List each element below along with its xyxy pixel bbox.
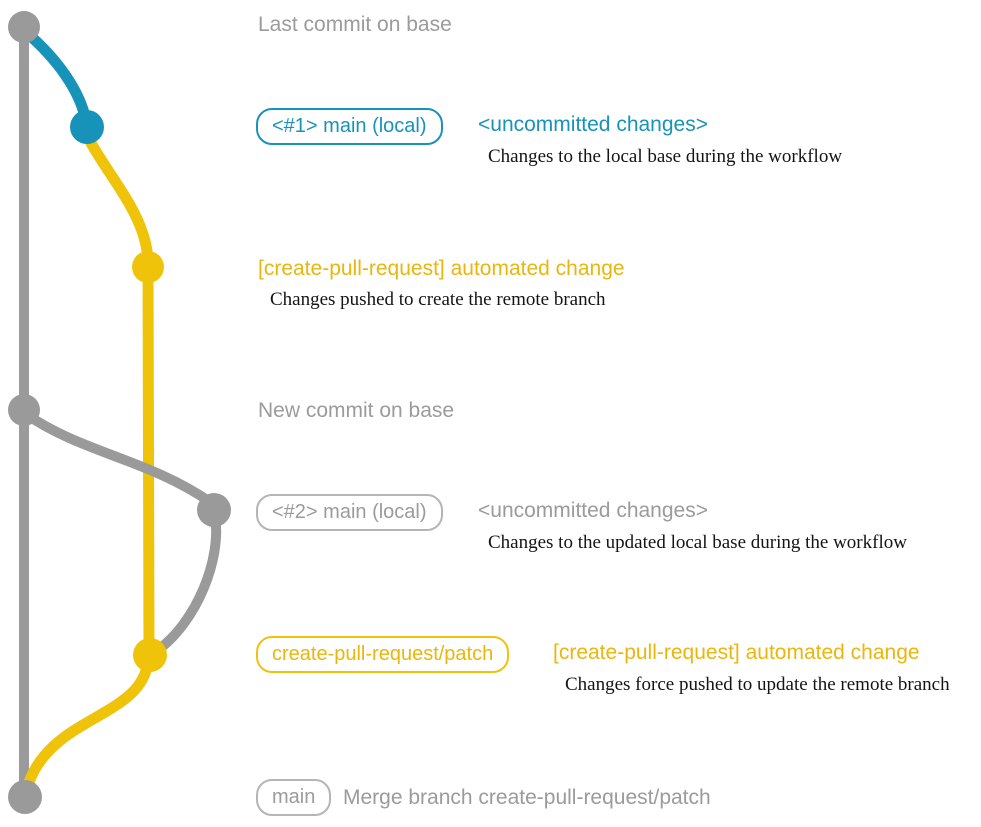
uncommitted-changes-label-2: <uncommitted changes>: [478, 499, 708, 522]
branch-badge-main-local-2: <#2> main (local): [256, 494, 443, 531]
patch-merge-curve: [20, 655, 154, 798]
branch-badge-main: main: [256, 779, 332, 816]
note-local-base-changes: Changes to the local base during the wor…: [488, 146, 843, 167]
new-commit-label: New commit on base: [258, 399, 455, 422]
commit-node-automated-change-1: [132, 251, 164, 283]
branch-badge-main-local-1: <#1> main (local): [256, 108, 443, 145]
local-main-branch-line: [21, 27, 92, 127]
note-updated-local-base-changes: Changes to the updated local base during…: [488, 532, 907, 553]
commit-node-automated-change-2: [133, 638, 167, 672]
patch-branch-vertical-line: [142, 256, 155, 658]
patch-branch-curve-top: [85, 137, 154, 268]
commit-node-uncommitted-1: [70, 110, 104, 144]
branch-badge-patch: create-pull-request/patch: [256, 636, 510, 673]
rebase-curve-out: [21, 409, 215, 507]
commit-node-uncommitted-2: [197, 493, 231, 527]
automated-change-label-1: [create-pull-request] automated change: [258, 257, 625, 280]
automated-change-label-2: [create-pull-request] automated change: [553, 641, 920, 664]
commit-node-last-base: [8, 11, 40, 43]
commit-node-new-base: [8, 394, 40, 426]
commit-node-merge: [8, 780, 42, 814]
git-graph: [8, 11, 231, 814]
rebase-curve-in: [153, 511, 222, 655]
merge-branch-label: Merge branch create-pull-request/patch: [343, 786, 711, 809]
note-force-pushed-update-branch: Changes force pushed to update the remot…: [565, 674, 950, 695]
uncommitted-changes-label-1: <uncommitted changes>: [478, 113, 708, 136]
note-pushed-create-branch: Changes pushed to create the remote bran…: [270, 289, 606, 310]
last-commit-label: Last commit on base: [258, 13, 452, 36]
